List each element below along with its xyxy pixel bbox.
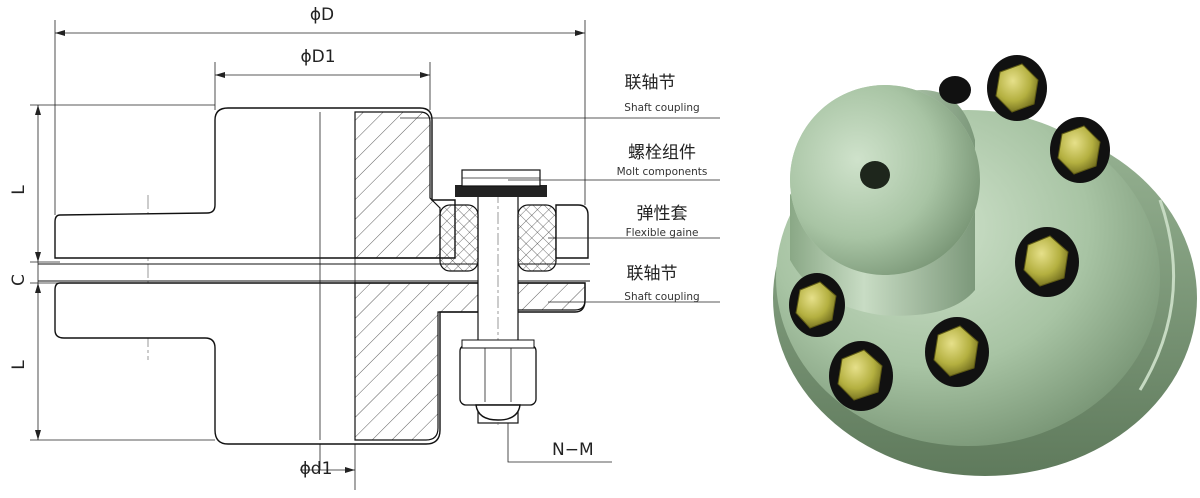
bolt-group (789, 55, 1110, 411)
dim-bore-diameter: ϕd1 (300, 459, 333, 479)
callout-shaft-coupling-cn: 联轴节 (625, 73, 676, 93)
callout-flexible-sleeve-cn: 弹性套 (637, 204, 688, 224)
coupling-product-image (773, 55, 1197, 476)
callout-shaft-coupling-2-en: Shaft coupling (624, 291, 699, 303)
dim-bolt-spec: N−M (552, 440, 594, 460)
dim-hub-diameter: ϕD1 (300, 47, 335, 67)
coupling-section (38, 107, 590, 445)
callout-bolt-components-en: Molt components (617, 166, 708, 178)
dim-outer-diameter: ϕD (310, 5, 334, 25)
callout-shaft-coupling-2-cn: 联轴节 (627, 264, 678, 284)
dim-length-lower: L (9, 360, 29, 370)
callout-shaft-coupling-en: Shaft coupling (624, 102, 699, 114)
dim-length-upper: L (9, 185, 29, 195)
callout-flexible-sleeve-en: Flexible gaine (626, 227, 699, 239)
callout-leaders (400, 117, 720, 303)
dim-gap: C (9, 274, 29, 286)
callout-bolt-components-cn: 螺栓组件 (628, 143, 696, 163)
